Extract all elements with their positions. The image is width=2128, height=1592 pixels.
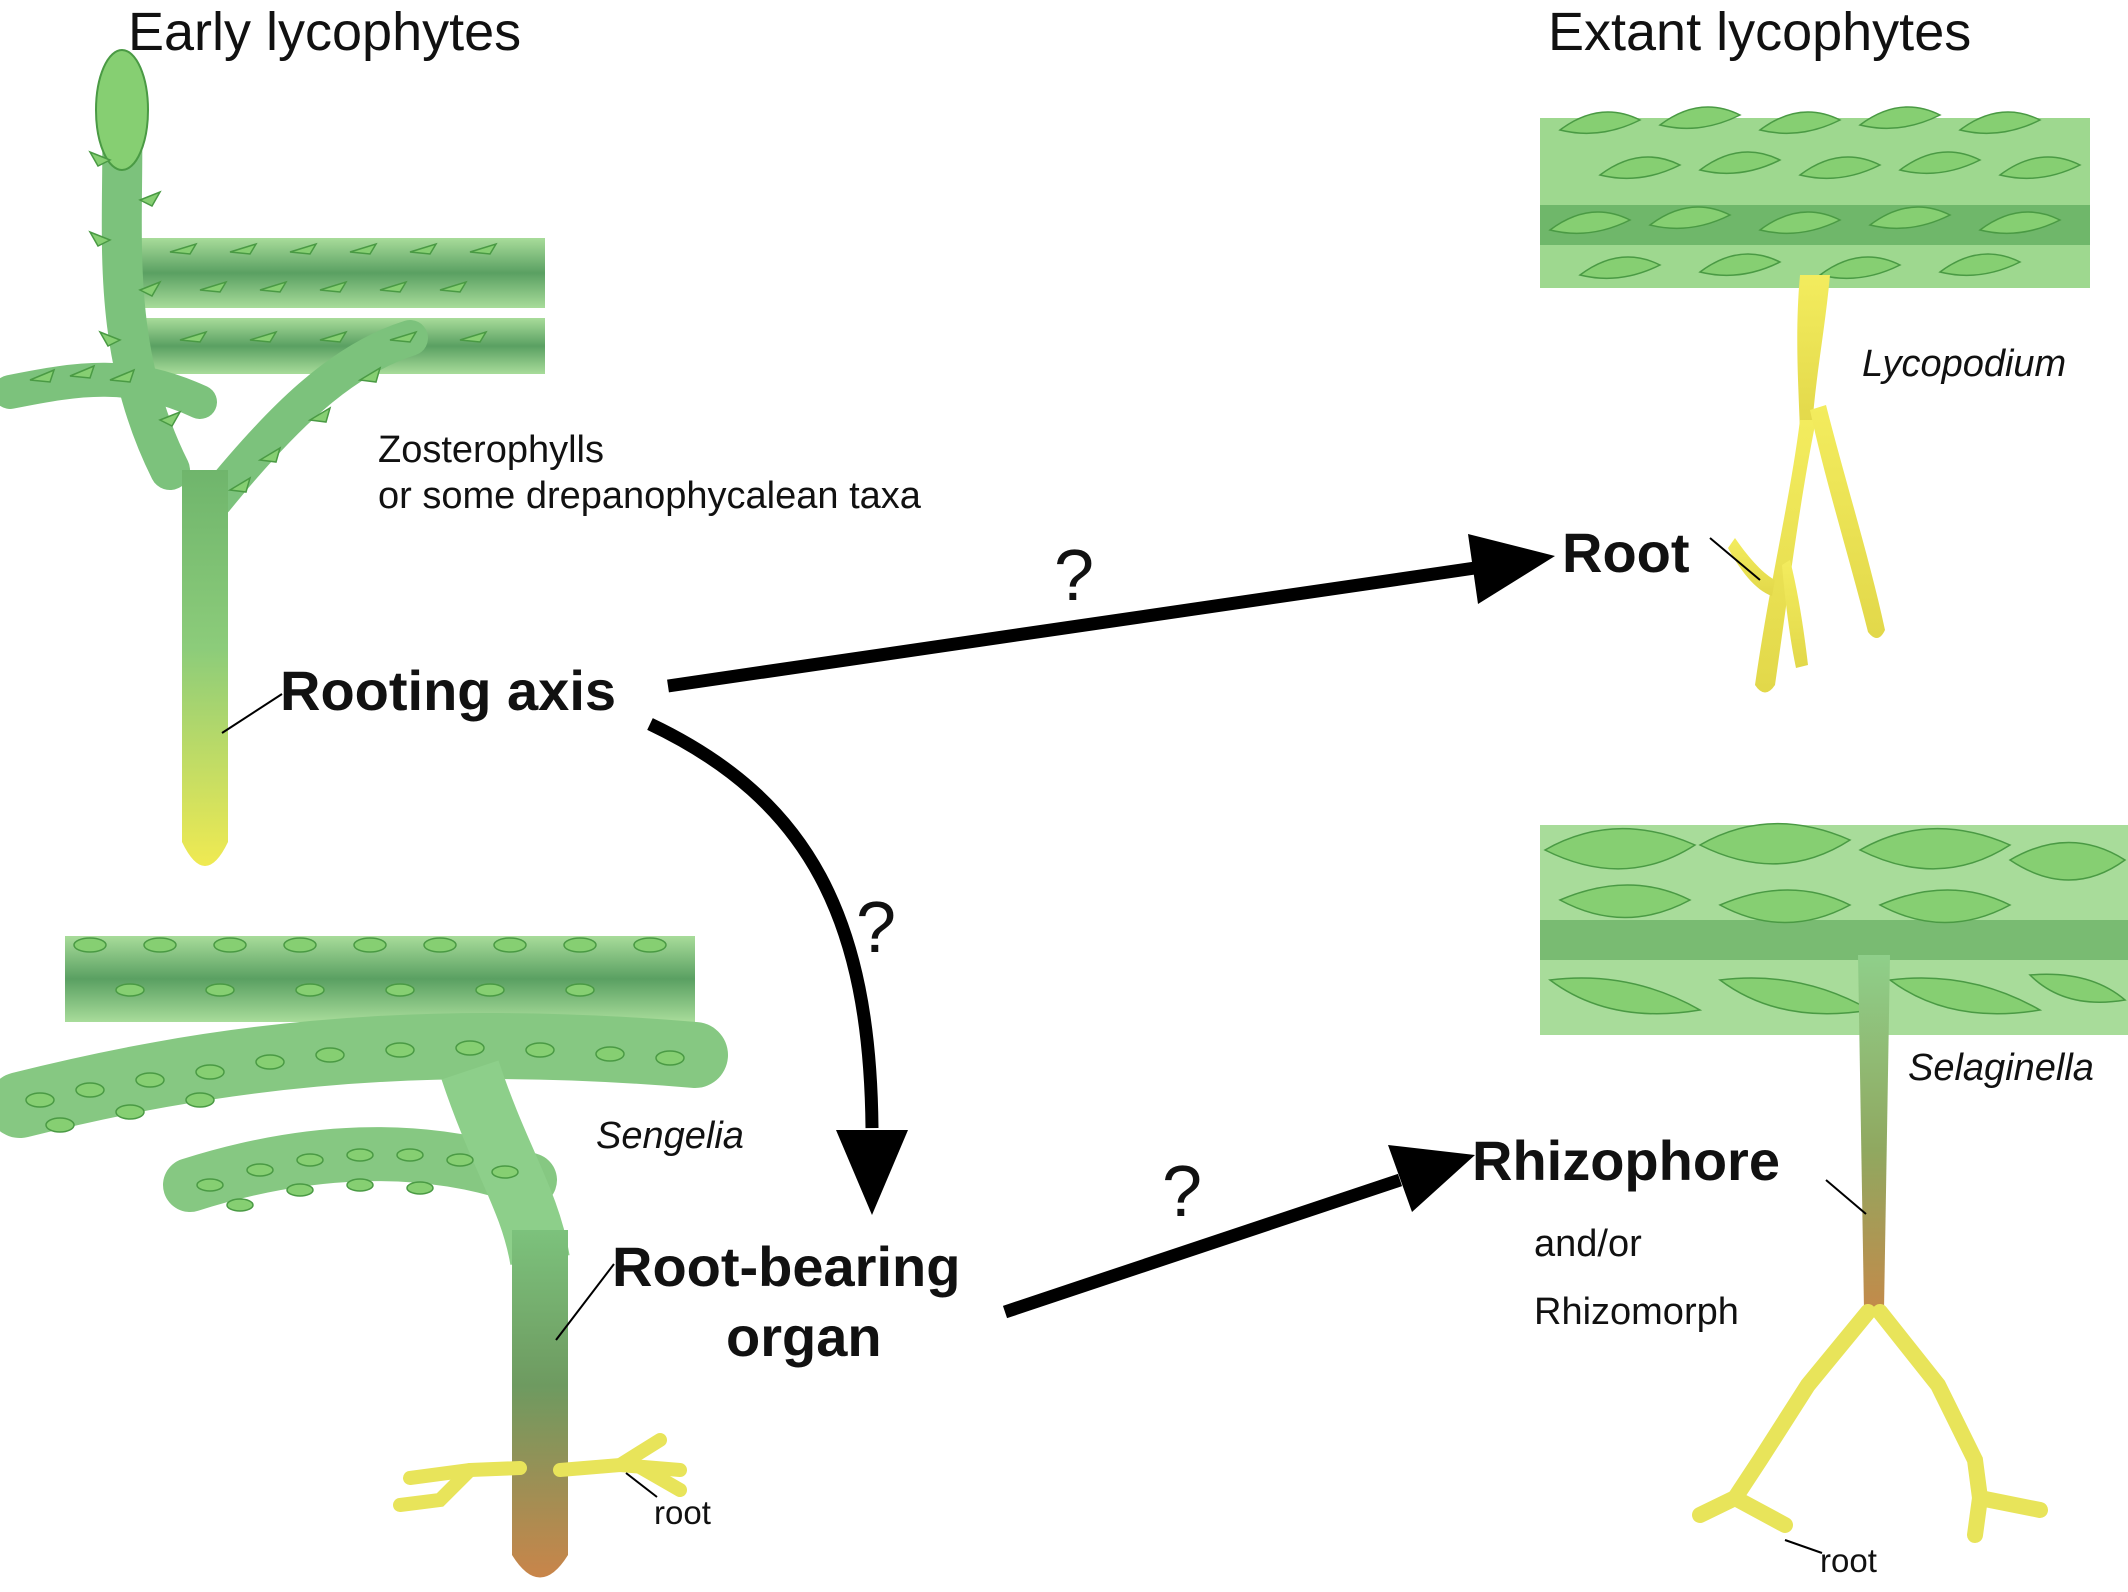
side-branch-right bbox=[197, 320, 428, 518]
arrow-to-root-bearing-head bbox=[836, 1130, 908, 1215]
leaves-selaginella bbox=[1543, 822, 2127, 1015]
evolution-arrows bbox=[647, 534, 1555, 1319]
selaginella-label: Selaginella bbox=[1908, 1047, 2094, 1089]
lycopodium-illustration bbox=[1540, 106, 2090, 693]
leaves-early-top bbox=[29, 150, 498, 493]
question-to-root-bearing: ? bbox=[856, 888, 896, 968]
lycopodium-label: Lycopodium bbox=[1862, 343, 2066, 385]
zosterophyll-illustration bbox=[0, 49, 545, 866]
rhizophore-shape bbox=[1858, 955, 1890, 1310]
sengelia-root-label: root bbox=[654, 1494, 711, 1531]
sengelia-illustration bbox=[0, 936, 728, 1578]
rooting-axis-label: Rooting axis bbox=[280, 659, 616, 722]
extant-lycophytes-header: Extant lycophytes bbox=[1548, 2, 1971, 62]
selaginella-stem-core bbox=[1540, 920, 2128, 960]
selaginella-root-label: root bbox=[1820, 1542, 1877, 1579]
early-lycophytes-header: Early lycophytes bbox=[128, 2, 521, 62]
arrow-to-rhizophore bbox=[1002, 1173, 1403, 1319]
leaves-sengelia bbox=[25, 937, 685, 1212]
lycopodium-roots bbox=[1728, 275, 1885, 693]
side-branch-left bbox=[0, 362, 217, 419]
organ-label: organ bbox=[726, 1305, 882, 1368]
arrow-to-root-head bbox=[1468, 534, 1555, 604]
question-to-rhizophore: ? bbox=[1162, 1152, 1202, 1232]
sengelia-branch-1 bbox=[0, 1012, 728, 1138]
drepanophycalean-label: or some drepanophycalean taxa bbox=[378, 475, 922, 517]
leaves-lycopodium bbox=[1548, 106, 2082, 280]
sengelia-roots bbox=[393, 1433, 687, 1512]
question-to-root: ? bbox=[1054, 536, 1094, 616]
rooting-axis-shape bbox=[182, 470, 228, 866]
selaginella-roots bbox=[1692, 1304, 2048, 1543]
arrow-to-root-bearing bbox=[647, 718, 879, 1129]
zosterophylls-label: Zosterophylls bbox=[378, 429, 604, 471]
root-label: Root bbox=[1562, 521, 1690, 584]
root-bearing-label: Root-bearing bbox=[612, 1235, 960, 1298]
rhizomorph-label: Rhizomorph bbox=[1534, 1291, 1739, 1333]
root-bearing-organ-shape bbox=[512, 1230, 568, 1578]
selaginella-illustration bbox=[1540, 822, 2128, 1543]
leader-lines bbox=[221, 537, 1867, 1554]
rhizophore-label: Rhizophore bbox=[1472, 1129, 1780, 1192]
arrow-to-rhizophore-head bbox=[1388, 1145, 1475, 1212]
arrow-to-root bbox=[667, 561, 1476, 693]
strobilus-tip bbox=[95, 49, 149, 171]
sengelia-label: Sengelia bbox=[596, 1115, 744, 1157]
and-or-label: and/or bbox=[1534, 1223, 1642, 1265]
